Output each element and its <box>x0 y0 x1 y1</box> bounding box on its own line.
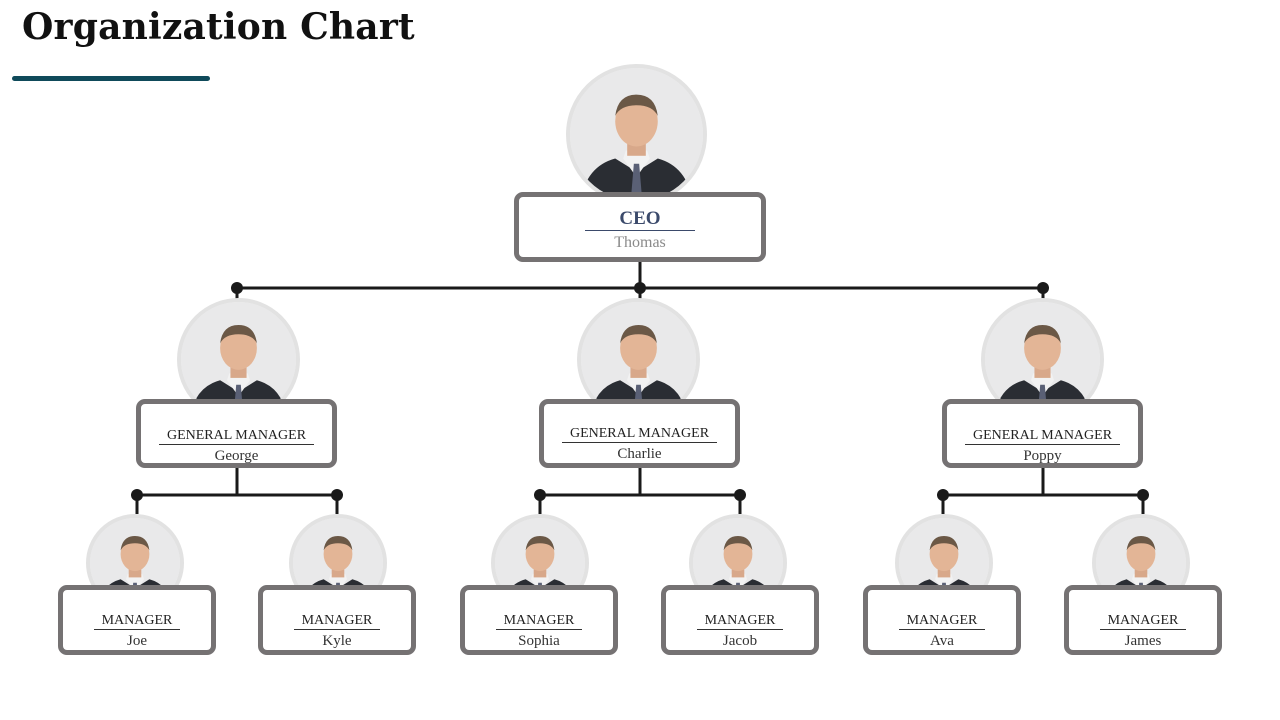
ceo-name: Thomas <box>614 234 666 251</box>
gm-poppy-card: GENERAL MANAGER Poppy <box>942 399 1143 468</box>
gm-role: GENERAL MANAGER <box>561 427 718 443</box>
gm-role: GENERAL MANAGER <box>964 429 1121 445</box>
mgr-name: James <box>1124 633 1162 649</box>
gm-charlie-card: GENERAL MANAGER Charlie <box>539 399 740 468</box>
mgr-name: Sophia <box>518 633 560 649</box>
page-title: Organization Chart <box>22 6 415 48</box>
ceo-card: CEO Thomas <box>514 192 766 262</box>
connector-node <box>131 489 143 501</box>
connector-node <box>634 282 646 294</box>
mgr-role: MANAGER <box>495 614 583 630</box>
connector-node <box>937 489 949 501</box>
ceo-role: CEO <box>585 209 695 231</box>
mgr-name: Kyle <box>322 633 352 649</box>
title-underline <box>12 76 210 81</box>
connector-node <box>1037 282 1049 294</box>
gm-name: George <box>214 448 259 464</box>
connector-node <box>331 489 343 501</box>
mgr-role: MANAGER <box>93 614 181 630</box>
connector-node <box>231 282 243 294</box>
mgr-james-card: MANAGER James <box>1064 585 1222 655</box>
connector-node <box>534 489 546 501</box>
gm-role: GENERAL MANAGER <box>158 429 315 445</box>
mgr-name: Ava <box>930 633 954 649</box>
mgr-kyle-card: MANAGER Kyle <box>258 585 416 655</box>
connector-node <box>734 489 746 501</box>
mgr-name: Jacob <box>722 633 758 649</box>
connector-node <box>1137 489 1149 501</box>
mgr-joe-card: MANAGER Joe <box>58 585 216 655</box>
mgr-role: MANAGER <box>293 614 381 630</box>
gm-name: Charlie <box>617 446 662 462</box>
mgr-jacob-card: MANAGER Jacob <box>661 585 819 655</box>
gm-george-card: GENERAL MANAGER George <box>136 399 337 468</box>
mgr-ava-card: MANAGER Ava <box>863 585 1021 655</box>
mgr-name: Joe <box>127 633 147 649</box>
gm-name: Poppy <box>1023 448 1062 464</box>
mgr-role: MANAGER <box>1099 614 1187 630</box>
person-photo-icon <box>570 68 703 201</box>
mgr-role: MANAGER <box>898 614 986 630</box>
mgr-sophia-card: MANAGER Sophia <box>460 585 618 655</box>
mgr-role: MANAGER <box>696 614 784 630</box>
ceo-photo <box>566 64 707 205</box>
